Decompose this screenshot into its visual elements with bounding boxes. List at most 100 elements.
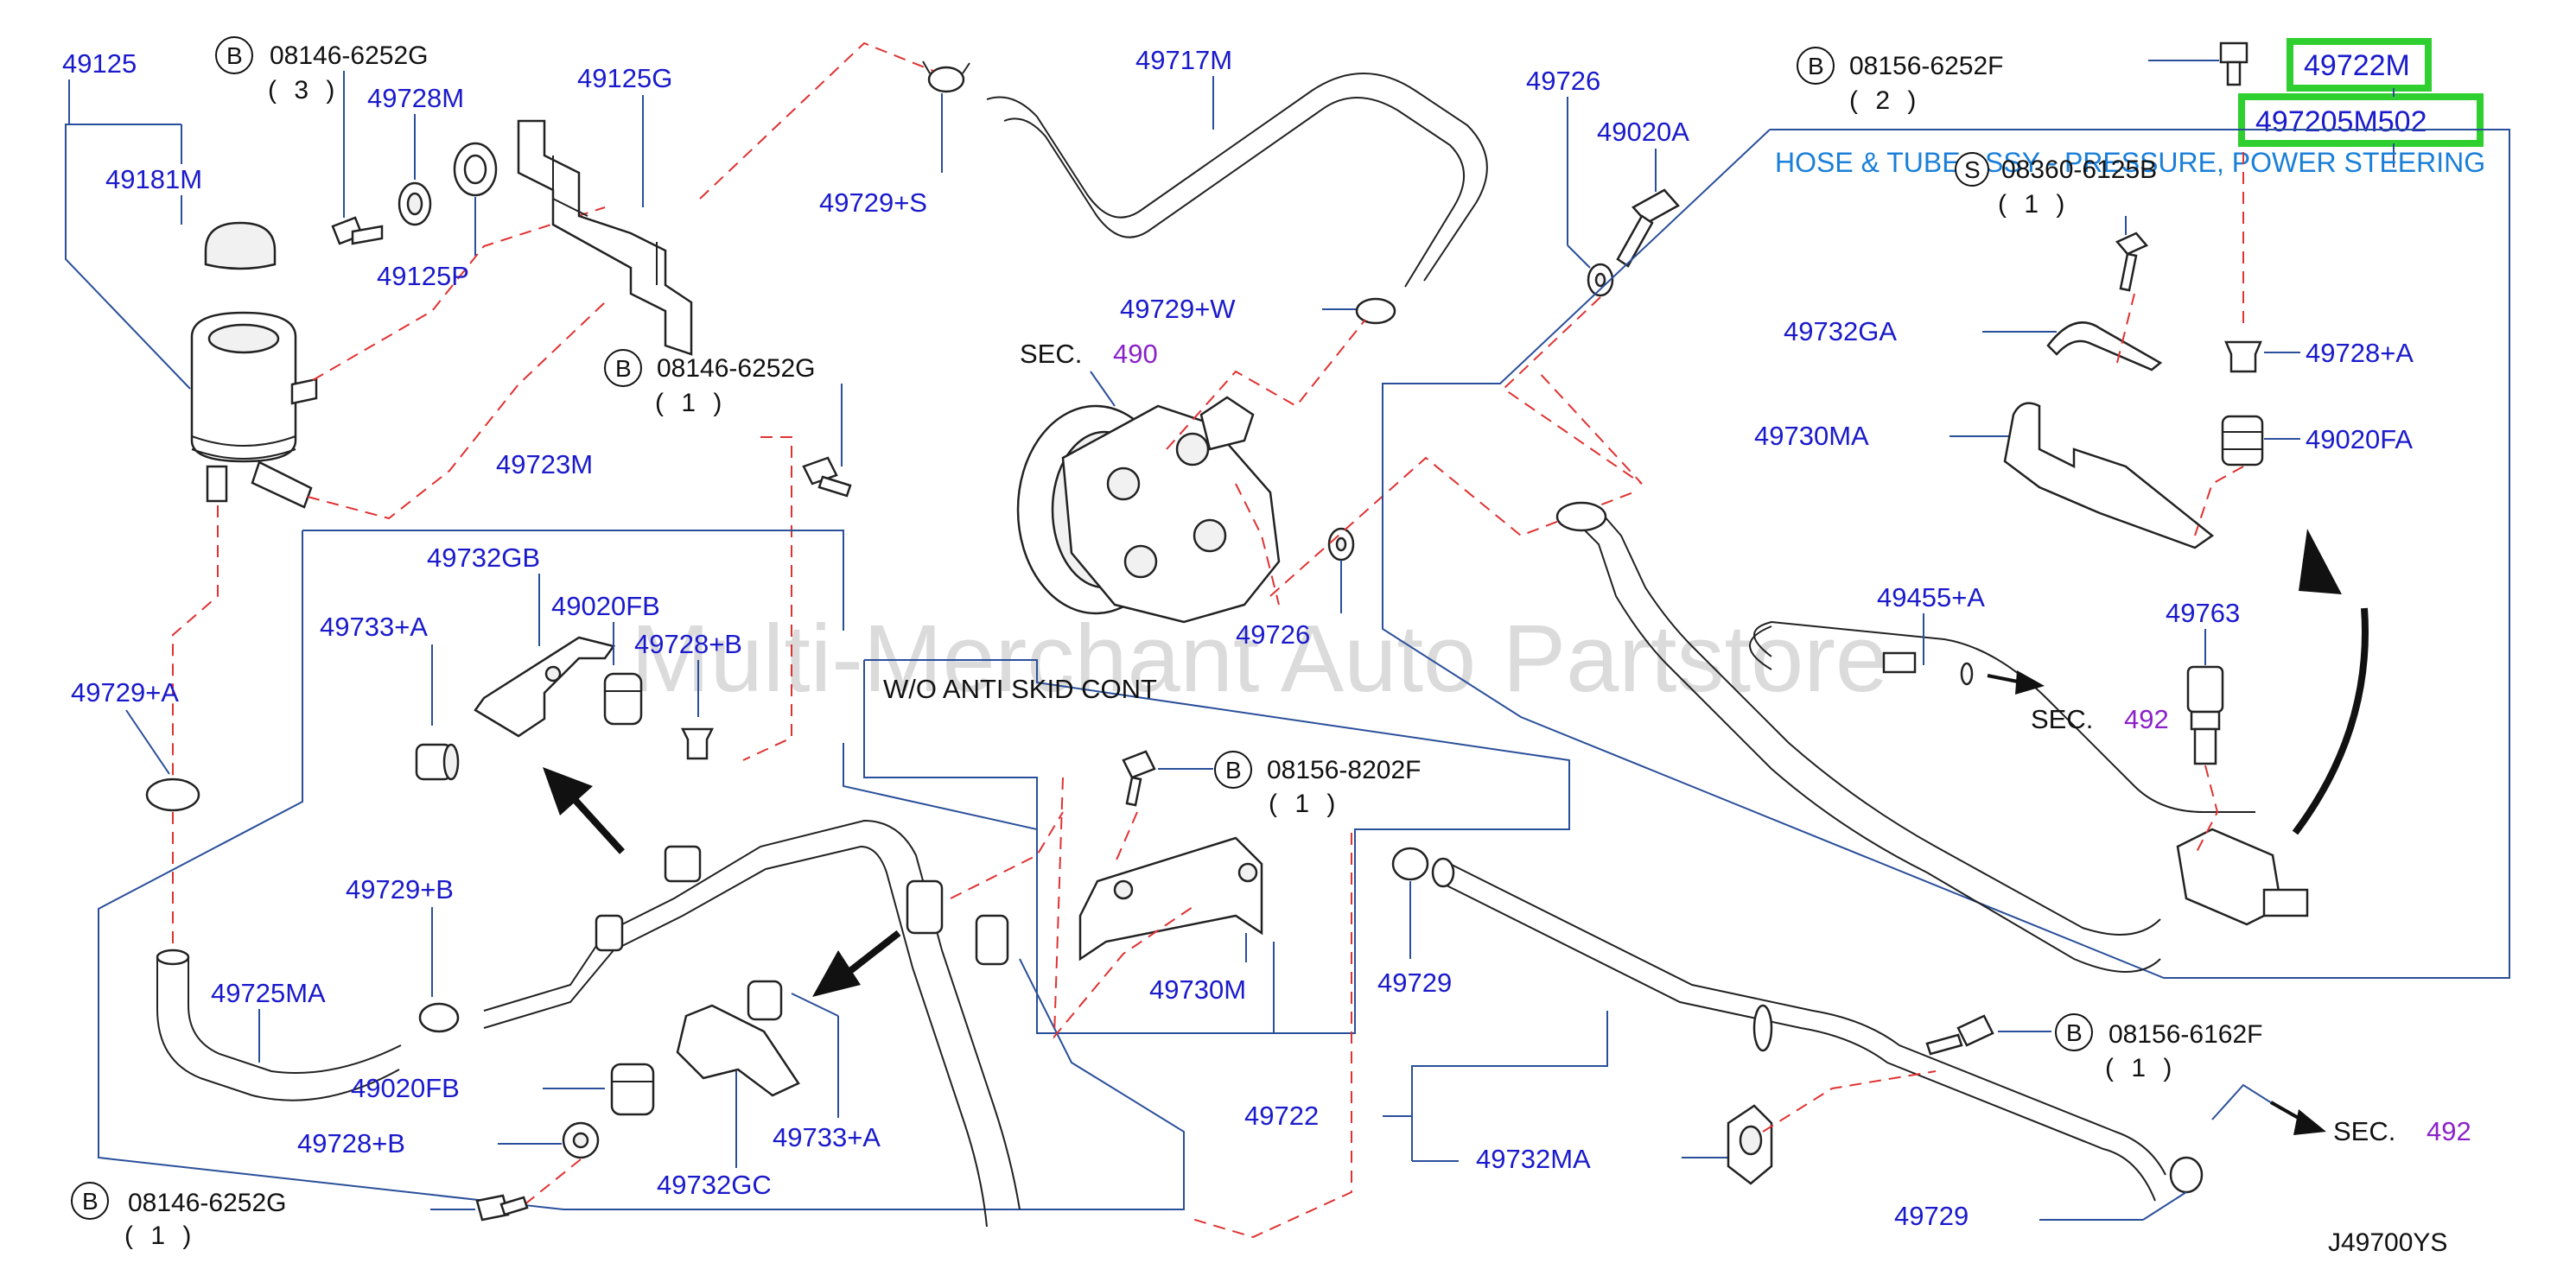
label-49020FB-lower[interactable]: 49020FB (351, 1073, 460, 1103)
fastener-qty: ( 1 ) (124, 1222, 196, 1250)
label-49728B-lower[interactable]: 49728+B (297, 1128, 405, 1158)
svg-text:B: B (615, 355, 632, 382)
label-49020FA[interactable]: 49020FA (2306, 424, 2413, 454)
curved-arrow-up (2292, 529, 2369, 835)
fastener-qty: ( 1 ) (1998, 190, 2070, 219)
label-49125P[interactable]: 49125P (377, 261, 469, 291)
variant-note[interactable]: W/O ANTI SKID CONT (883, 674, 1157, 704)
label-49722[interactable]: 49722 (1244, 1101, 1319, 1131)
label-49729A[interactable]: 49729+A (71, 677, 179, 708)
label-49732GB[interactable]: 49732GB (427, 543, 540, 573)
sec-492-mid-number[interactable]: 492 (2124, 704, 2169, 734)
fastener-08156-6252F-2[interactable]: B 08156-6252F ( 2 ) (1797, 47, 2003, 115)
fastener-code: 08156-6252F (1849, 52, 2003, 80)
svg-text:49722M: 49722M (2304, 49, 2410, 82)
label-49726-upper[interactable]: 49726 (1526, 66, 1600, 96)
label-49020A[interactable]: 49020A (1597, 117, 1689, 147)
label-49020FB-upper[interactable]: 49020FB (551, 591, 660, 621)
hose-49717M (986, 73, 1488, 288)
svg-text:B: B (2066, 1019, 2083, 1046)
label-49726-lower[interactable]: 49726 (1236, 619, 1310, 650)
label-49717M[interactable]: 49717M (1135, 45, 1232, 75)
bushing-49020FA (2221, 415, 2264, 466)
label-49125G[interactable]: 49125G (577, 63, 672, 93)
sec-490-number[interactable]: 490 (1113, 339, 1158, 369)
label-49729-bottom[interactable]: 49729 (1894, 1201, 1969, 1231)
label-49729W[interactable]: 49729+W (1120, 294, 1236, 324)
label-49763[interactable]: 49763 (2166, 598, 2240, 628)
clamp-49729B (418, 1002, 460, 1033)
bushing-49125P (453, 142, 498, 197)
pressure-switch-49763 (2186, 665, 2224, 765)
bushing-49020FB-upper (603, 672, 643, 726)
reservoir-body (190, 311, 297, 463)
arrow-to-sec-492-bottom (2270, 1101, 2326, 1135)
bolt-08156-6162F (1925, 1014, 1994, 1056)
sec-492-bottom-prefix: SEC. (2333, 1116, 2395, 1146)
pressure-hose-assy (1555, 501, 2309, 973)
label-49733A-lower[interactable]: 49733+A (773, 1122, 881, 1152)
label-49455A[interactable]: 49455+A (1877, 582, 1985, 612)
fastener-qty: ( 3 ) (268, 76, 340, 105)
svg-text:B: B (1225, 757, 1242, 784)
label-49729B[interactable]: 49729+B (346, 874, 454, 904)
bushing-49020FB-lower (610, 1063, 655, 1116)
fastener-08146-6252G-1-lower[interactable]: B 08146-6252G ( 1 ) (71, 1182, 287, 1250)
label-49732GC[interactable]: 49732GC (657, 1170, 772, 1200)
hose-49722 (1431, 857, 2166, 1202)
reservoir-group: 49125 49181M (62, 48, 606, 777)
highlight-497205M502[interactable]: 497205M502 (2238, 93, 2484, 147)
fitting-49455A (1882, 651, 1974, 686)
hose-assy-name[interactable]: HOSE & TUBE ASSY - PRESSURE, POWER STEER… (1775, 147, 2485, 178)
power-steering-pump (1016, 396, 1281, 624)
fastener-08156-8202F-1[interactable]: B 08156-8202F ( 1 ) (1214, 751, 1421, 818)
fastener-08146-6252G-3[interactable]: B 08146-6252G ( 3 ) (215, 36, 429, 218)
label-49732GA[interactable]: 49732GA (1784, 316, 1897, 346)
fastener-code: 08146-6252G (270, 41, 429, 70)
sec-492-bottom-number[interactable]: 492 (2427, 1116, 2471, 1146)
watermark: Multi-Merchant Auto Partstore (631, 606, 1888, 712)
label-49730M[interactable]: 49730M (1149, 974, 1246, 1005)
bolt-08156-8202F (1122, 750, 1156, 807)
svg-text:B: B (1808, 53, 1824, 79)
bolt-08146-lower (475, 1194, 529, 1222)
hose-49725MA (156, 949, 402, 1101)
fastener-qty: ( 2 ) (1849, 86, 1921, 115)
label-49733A-upper[interactable]: 49733+A (320, 612, 428, 642)
reservoir-cap (204, 221, 277, 270)
svg-text:B: B (82, 1188, 99, 1215)
bracket-49732GC (676, 980, 800, 1097)
label-49729-mid[interactable]: 49729 (1377, 968, 1452, 998)
clamp-49729A (145, 777, 200, 812)
arrow-to-sec-492-mid (1987, 670, 2045, 695)
arrow-up-left (543, 767, 625, 854)
variant-box (863, 659, 1570, 1034)
label-49728M[interactable]: 49728M (367, 83, 464, 113)
clamp-49729-left (1391, 847, 1429, 881)
label-49732MA[interactable]: 49732MA (1476, 1144, 1591, 1174)
label-49723M[interactable]: 49723M (496, 449, 593, 479)
svg-text:B: B (226, 42, 243, 69)
fastener-qty: ( 1 ) (1269, 790, 1340, 818)
label-49728B-upper[interactable]: 49728+B (634, 629, 742, 659)
clamp-49729-right (2169, 1156, 2204, 1194)
highlight-49722M[interactable]: 49722M (2287, 38, 2432, 92)
label-49728A[interactable]: 49728+A (2306, 338, 2414, 368)
label-49729S[interactable]: 49729+S (819, 187, 927, 218)
label-49725MA[interactable]: 49725MA (211, 978, 326, 1008)
label-49730MA[interactable]: 49730MA (1754, 421, 1869, 451)
label-49125[interactable]: 49125 (62, 48, 137, 79)
fastener-code: 08146-6252G (657, 354, 816, 383)
fastener-08360-6125B-1[interactable]: S 08360-6125B ( 1 ) (1955, 152, 2157, 219)
svg-text:497205M502: 497205M502 (2255, 105, 2427, 138)
washer-49726-upper (1587, 263, 1614, 297)
grommet-49728A (2224, 340, 2262, 373)
bracket-49125G (517, 119, 693, 356)
fastener-code: 08156-8202F (1267, 756, 1421, 784)
clamp-49729W (1355, 297, 1396, 325)
arrow-down-left (812, 930, 901, 997)
bolt-08146-mid (802, 456, 852, 498)
fastener-08156-6162F-1[interactable]: B 08156-6162F ( 1 ) (2055, 1013, 2262, 1082)
label-49181M[interactable]: 49181M (105, 164, 202, 194)
fastener-08146-6252G-1-mid[interactable]: B 08146-6252G ( 1 ) (604, 349, 816, 417)
